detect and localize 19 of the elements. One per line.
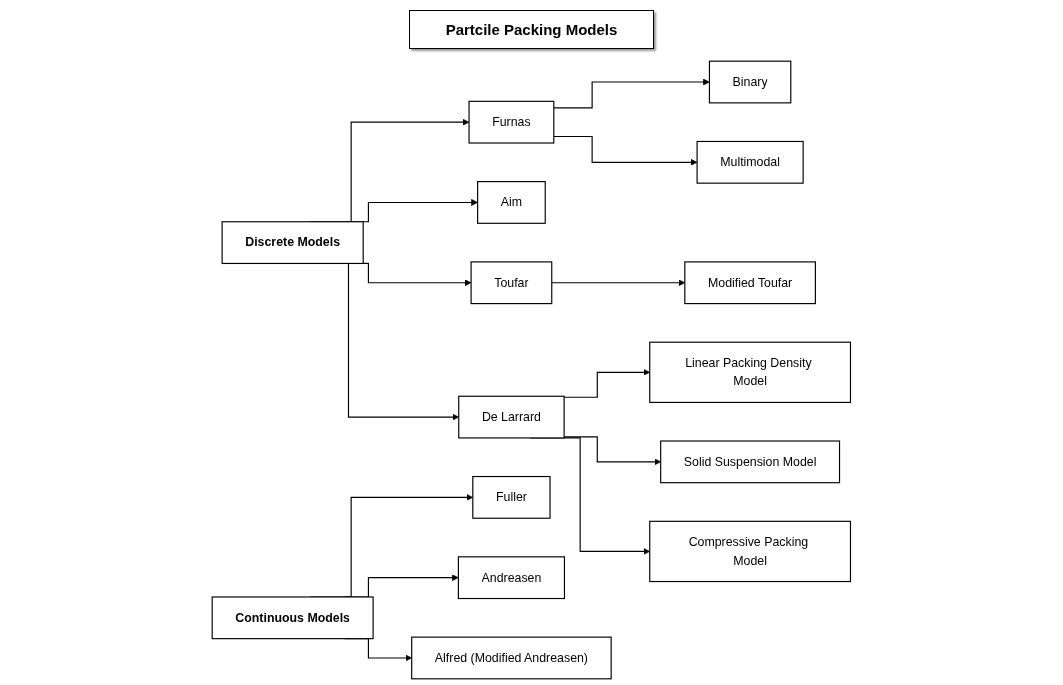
- node-box: Alfred (Modified Andreasen): [411, 636, 612, 680]
- node-box: Discrete Models: [221, 221, 364, 265]
- node-box: Continuous Models: [211, 596, 374, 640]
- title: Partcile Packing Models: [408, 10, 655, 49]
- node-box: Multimodal: [696, 140, 804, 184]
- node-box: Linear Packing Density Model: [649, 341, 852, 403]
- node-box: De Larrard: [458, 395, 565, 439]
- arrow: [551, 279, 686, 287]
- node-box: Andreasen: [458, 556, 566, 600]
- arrow: [553, 78, 710, 109]
- node-box: Furnas: [468, 100, 555, 144]
- node-box: Binary: [709, 60, 792, 104]
- node-box: Compressive Packing Model: [649, 520, 852, 583]
- node-box: Fuller: [472, 475, 551, 519]
- arrow: [553, 135, 698, 166]
- node-box: Aim: [477, 181, 546, 224]
- node-box: Toufar: [470, 261, 553, 305]
- node-box: Modified Toufar: [684, 261, 817, 305]
- node-box: Solid Suspension Model: [660, 440, 841, 484]
